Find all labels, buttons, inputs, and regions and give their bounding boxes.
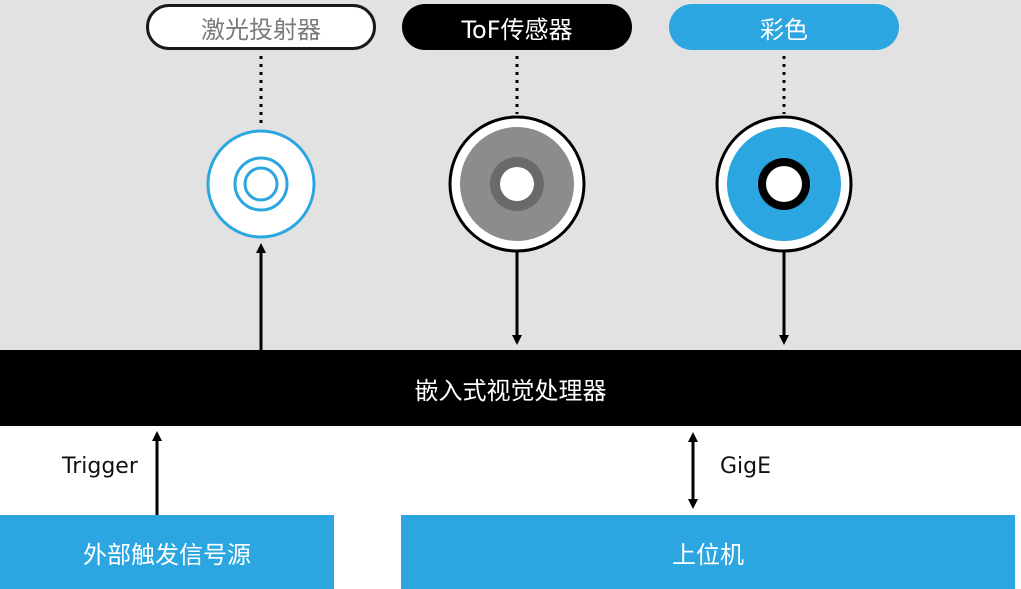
trigger-label: Trigger [62,454,138,479]
external-trigger-source: 外部触发信号源 [0,515,334,589]
tof-sensor-label: ToF传感器 [402,4,632,50]
gige-label: GigE [720,454,772,479]
tof-sensor-icon [448,115,586,253]
color-camera-label: 彩色 [669,4,899,50]
color-camera-icon [715,115,853,253]
embedded-vision-processor: 嵌入式视觉处理器 [0,350,1021,426]
laser-projector-icon [206,129,316,239]
laser-projector-label: 激光投射器 [146,4,376,50]
host-computer: 上位机 [401,515,1015,589]
